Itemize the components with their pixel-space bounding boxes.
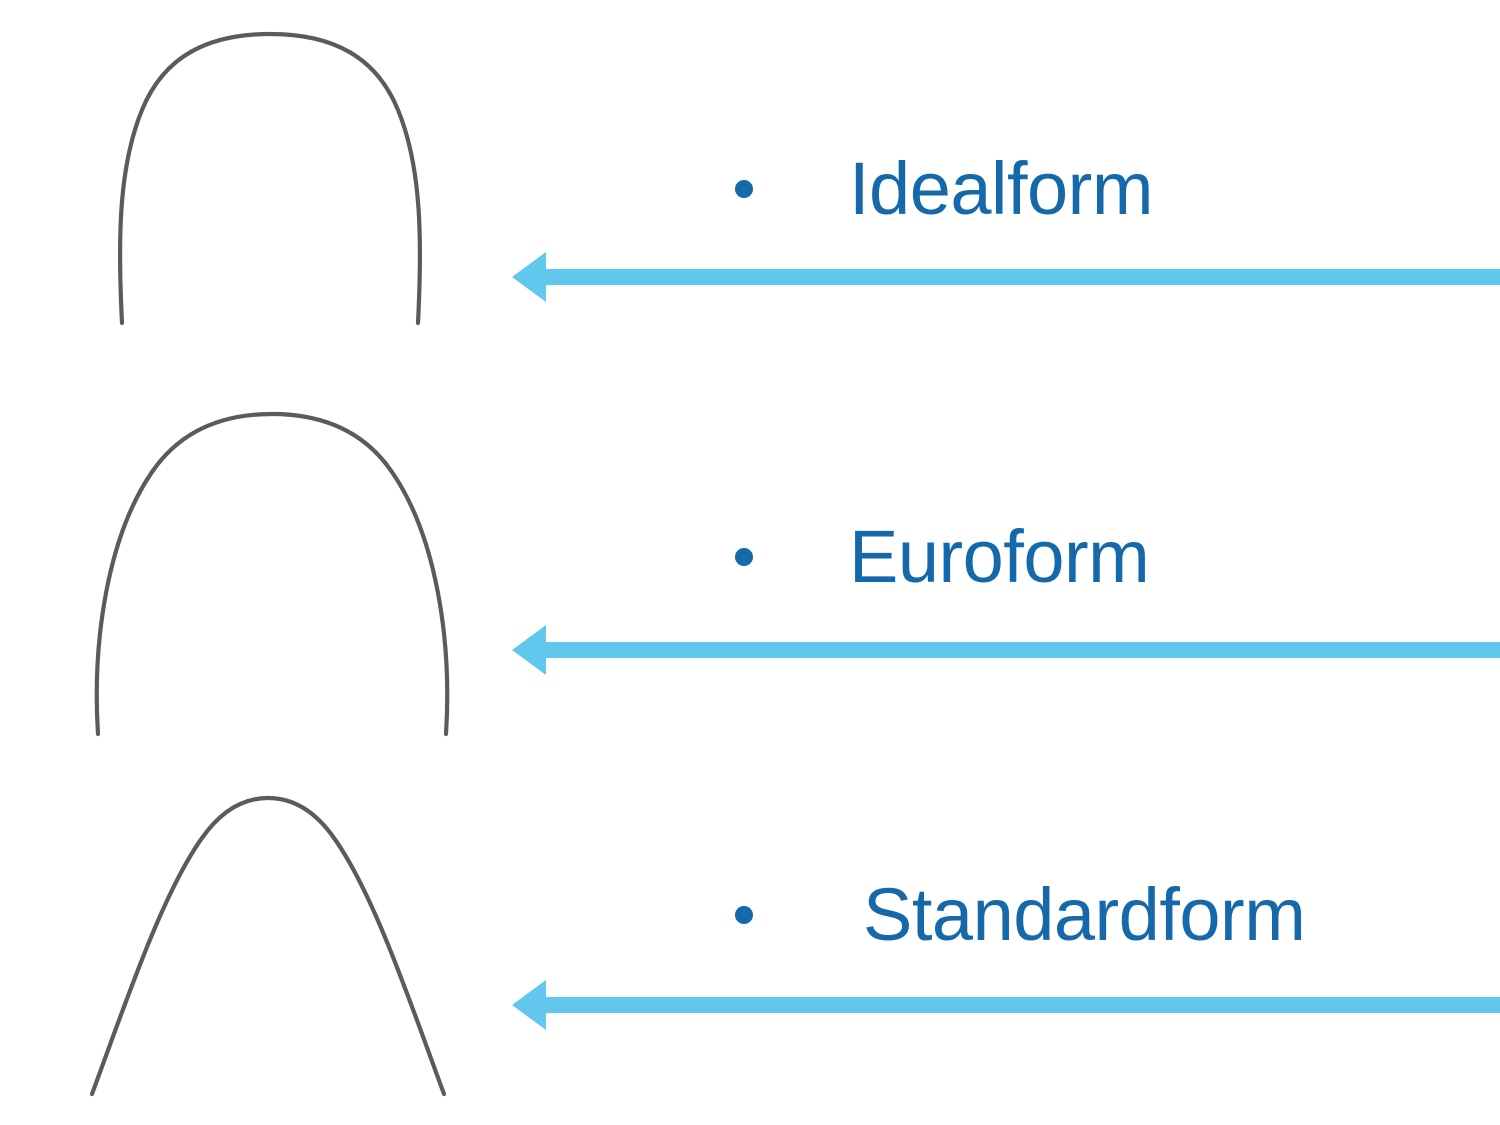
bullet-label-standardform: Standardform [863, 873, 1306, 956]
left-arrow-icon [512, 252, 1500, 302]
left-arrow-icon [512, 625, 1500, 675]
bullet-dot-icon [735, 548, 753, 566]
bullet-label-euroform: Euroform [849, 515, 1150, 598]
euroform-archwire [60, 402, 480, 747]
left-arrow-icon [512, 980, 1500, 1030]
idealform-archwire [60, 18, 480, 338]
archwire-curve [94, 411, 450, 737]
standardform-archwire [60, 782, 480, 1107]
bullet-label-idealform: Idealform [849, 147, 1153, 230]
arrow-to-standardform [508, 972, 1500, 1038]
bullet-dot-icon [735, 180, 753, 198]
arrow-to-euroform [508, 617, 1500, 683]
archwire-curve [117, 31, 423, 326]
arrow-to-idealform [508, 244, 1500, 310]
bullet-item-euroform: Euroform [735, 515, 1150, 598]
bullet-dot-icon [735, 906, 753, 924]
bullet-item-idealform: Idealform [735, 152, 1153, 226]
bullet-item-standardform: Standardform [735, 873, 1306, 956]
archwire-curve [89, 795, 447, 1097]
